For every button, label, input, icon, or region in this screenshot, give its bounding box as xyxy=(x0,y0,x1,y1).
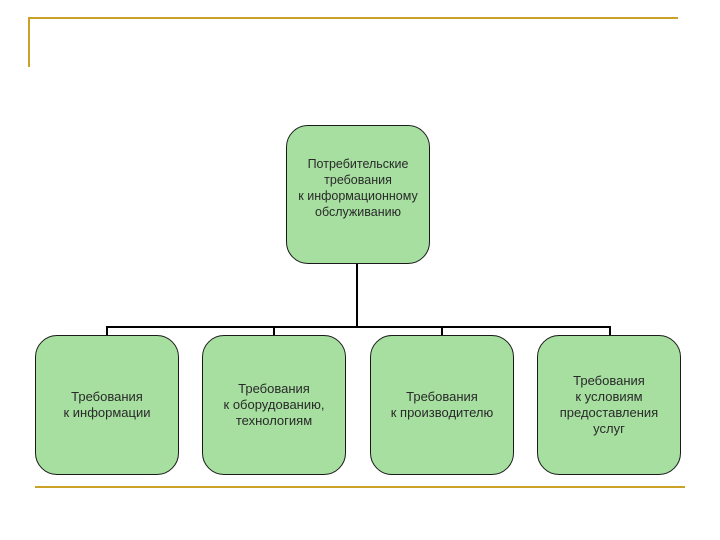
child-connector-line-4 xyxy=(609,326,611,336)
child-connector-line-1 xyxy=(106,326,108,336)
root-connector-line xyxy=(356,264,358,327)
decorative-top-line xyxy=(28,17,678,19)
child-node-service-conditions: Требования к условиям предоставления усл… xyxy=(537,335,681,475)
child-node-equipment: Требования к оборудованию, технологиям xyxy=(202,335,346,475)
decorative-bottom-line xyxy=(35,486,685,488)
horizontal-connector-line xyxy=(106,326,611,328)
decorative-left-line xyxy=(28,17,30,67)
child-node-producer: Требования к производителю xyxy=(370,335,514,475)
child-connector-line-3 xyxy=(441,326,443,336)
child-connector-line-2 xyxy=(273,326,275,336)
root-node: Потребительские требования к информацион… xyxy=(286,125,430,264)
child-node-information: Требования к информации xyxy=(35,335,179,475)
